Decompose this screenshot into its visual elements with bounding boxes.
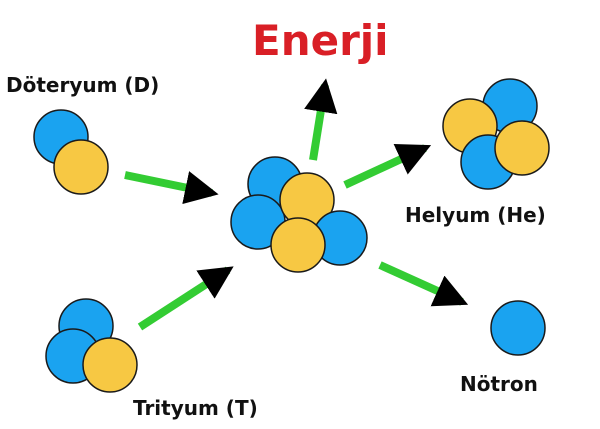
neutron-particle <box>490 300 546 356</box>
deuterium-nucleus <box>33 109 109 195</box>
arrow-fusion-to-energy <box>304 78 338 161</box>
tritium-nucleus <box>45 298 138 393</box>
energy-title: Enerji <box>252 16 389 65</box>
fusion-cluster <box>230 156 368 273</box>
arrow-deuterium-to-fusion <box>124 171 219 205</box>
arrows <box>124 78 469 331</box>
arrow-fusion-to-helium <box>343 144 432 189</box>
helium-nucleus <box>442 78 550 190</box>
tritium-label: Trityum (T) <box>133 396 258 420</box>
arrow-fusion-to-neutron <box>378 261 469 307</box>
helium-proton-particle <box>494 120 550 176</box>
helium-label: Helyum (He) <box>405 203 546 227</box>
tritium-proton-particle <box>82 337 138 393</box>
fusion-proton-particle <box>270 217 326 273</box>
deuterium-label: Döteryum (D) <box>6 73 160 97</box>
neutron-label: Nötron <box>460 372 538 396</box>
deuterium-proton-particle <box>53 139 109 195</box>
arrow-tritium-to-fusion <box>137 266 234 331</box>
